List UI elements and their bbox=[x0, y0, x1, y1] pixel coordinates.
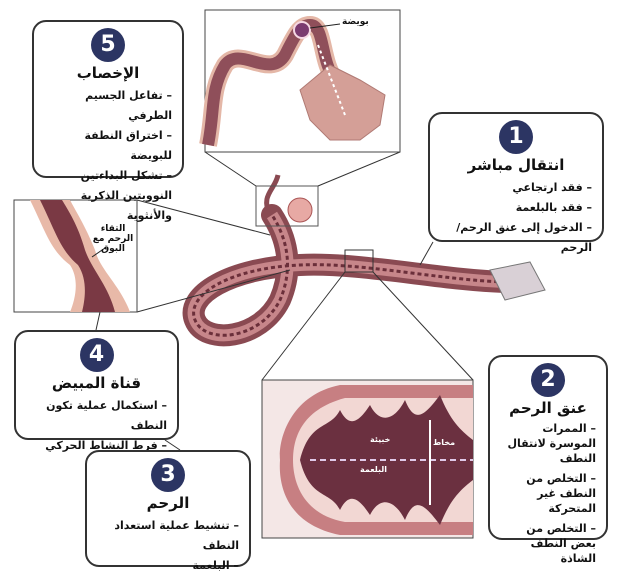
box-title: الإخصاب bbox=[76, 64, 140, 82]
list-item: فقد ارتجاعي bbox=[440, 178, 592, 198]
box-title: قناة المبيض bbox=[51, 374, 142, 392]
list-item: البلعمة bbox=[97, 556, 239, 575]
ovum-label: بويضة bbox=[342, 17, 369, 27]
list-item: تفاعل الجسيم الطرفي bbox=[44, 86, 172, 126]
reproductive-tract bbox=[182, 174, 546, 347]
list-item: تنشيط عملية استعداد النطف bbox=[97, 516, 239, 556]
step-number: 2 bbox=[531, 363, 565, 397]
box-uterus: 3 الرحم تنشيط عملية استعداد النطف البلعم… bbox=[85, 450, 251, 572]
box-title: انتقال مباشر bbox=[467, 156, 565, 174]
step-number: 4 bbox=[79, 338, 114, 372]
list-item: التخلص من النطف غير المتحركة bbox=[500, 471, 596, 516]
mucus-label: مخاط bbox=[433, 438, 456, 447]
box-cervix: 2 عنق الرحم الممرات الموسرة لانتقال النط… bbox=[488, 355, 608, 565]
list-item: تشكل البداءتين النوويتين الذكرية والأنثو… bbox=[44, 166, 172, 226]
box-direct-transport: 1 انتقال مباشر فقد ارتجاعي فقد بالبلعمة … bbox=[428, 112, 604, 254]
list-item: الدخول إلى عنق الرحم/الرحم bbox=[440, 218, 592, 258]
list-item: الممرات الموسرة لانتقال النطف bbox=[500, 421, 596, 466]
ovary-frame bbox=[255, 185, 319, 227]
list-item: التخلص من بعض النطف الشاذة bbox=[500, 521, 596, 566]
box-fertilization: 5 الإخصاب تفاعل الجسيم الطرفي اختراق الن… bbox=[32, 20, 184, 222]
ovary bbox=[287, 197, 313, 223]
phagocytosis-label: البلعمة bbox=[360, 465, 388, 474]
box-oviduct: 4 قناة المبيض استكمال عملية تكون النطف ف… bbox=[14, 330, 179, 472]
ovum-icon bbox=[293, 21, 311, 39]
inset-cervix bbox=[261, 379, 474, 539]
list-item: فقد بالبلعمة bbox=[440, 198, 592, 218]
step-number: 1 bbox=[499, 120, 533, 154]
inset-fertilization bbox=[199, 9, 401, 153]
list-item: استكمال عملية تكون النطف bbox=[26, 396, 167, 436]
box-title: عنق الرحم bbox=[509, 399, 587, 417]
junction-label: التقاء الرحم مع البوق bbox=[92, 224, 134, 254]
crypt-label: خبيئة bbox=[370, 435, 391, 444]
list-item: اختراق النطفة للبويضة bbox=[44, 126, 172, 166]
step-number: 5 bbox=[91, 28, 125, 62]
step-number: 3 bbox=[151, 458, 185, 492]
box-title: الرحم bbox=[146, 494, 190, 512]
